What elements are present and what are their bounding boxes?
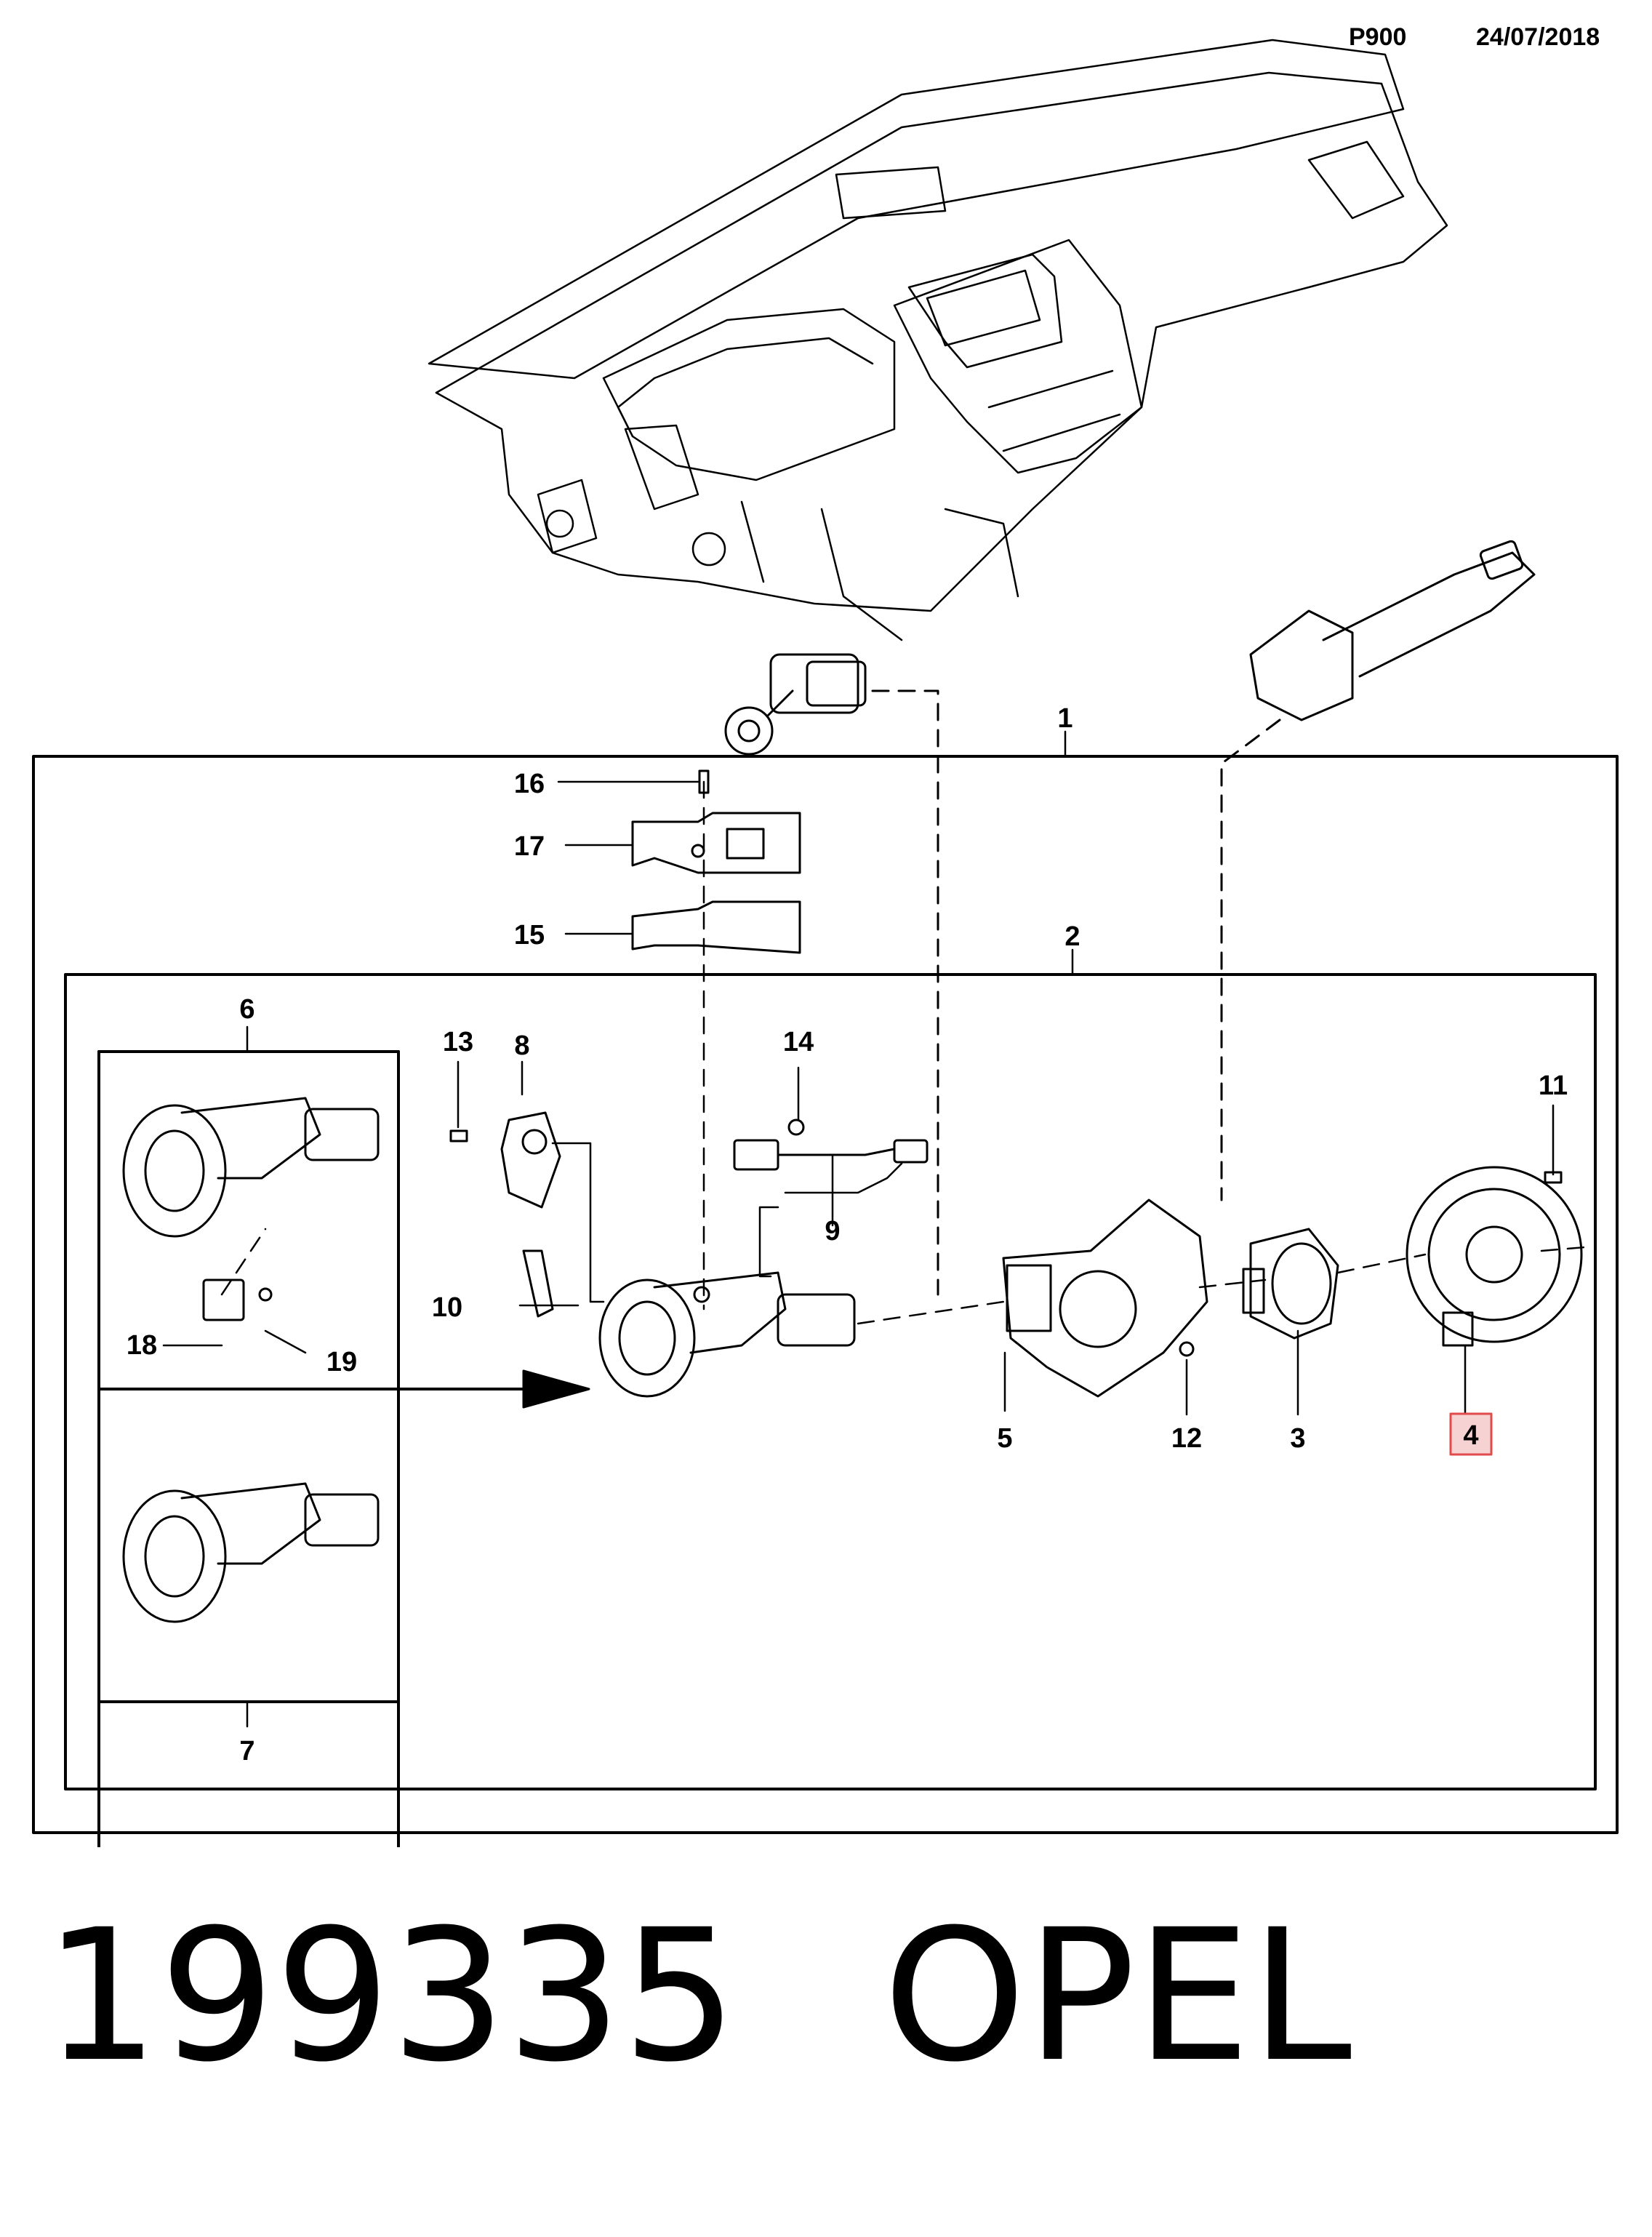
page-code: P900 [1349, 23, 1407, 51]
callout-12: 12 [1171, 1423, 1202, 1454]
callout-19: 19 [326, 1347, 357, 1377]
variant-7-housing [122, 1482, 380, 1623]
right-stalk-switch [1249, 540, 1536, 721]
part-8-actuator [500, 1111, 561, 1209]
footer-brand: OPEL [883, 1890, 1352, 2102]
callout-4-highlight [1449, 1412, 1493, 1456]
callout-1: 1 [1057, 703, 1072, 734]
leader-dashed-left-stalk [871, 689, 939, 1296]
part-main-housing [598, 1271, 856, 1398]
assembly-frame-1 [32, 755, 1619, 1834]
callout-11: 11 [1539, 1071, 1568, 1101]
part-17-bracket [631, 812, 801, 874]
callout-4: 4 [1463, 1420, 1478, 1451]
leader-dashed-right-stalk [1220, 719, 1281, 1201]
assembly-frame-2 [64, 973, 1597, 1790]
parts-diagram: 1 2 3 4 5 6 7 8 9 10 11 12 13 14 15 16 1… [32, 39, 1619, 1847]
connector-lines [551, 1142, 903, 1303]
callout-17: 17 [514, 831, 545, 862]
page-date: 24/07/2018 [1476, 23, 1600, 51]
callout-6: 6 [239, 994, 254, 1025]
footer-number: 199335 [44, 1890, 738, 2102]
callout-13: 13 [443, 1027, 473, 1057]
variant-box-6 [97, 1050, 400, 1847]
part-14-screw [787, 1118, 805, 1136]
assembly-dashed-lines [220, 780, 1587, 1325]
part-12-screw [1179, 1341, 1195, 1357]
variant-box-7 [97, 1050, 400, 1703]
part-9-harness [733, 1139, 929, 1171]
callout-9: 9 [825, 1216, 840, 1246]
part-4-clock-spring [1406, 1166, 1583, 1347]
callout-14: 14 [783, 1027, 814, 1057]
part-11-screw [1544, 1171, 1563, 1184]
part-10-sensor [522, 1249, 554, 1318]
part-15-bracket [631, 900, 801, 954]
variant-arrow-head [522, 1369, 590, 1409]
callout-5: 5 [997, 1423, 1012, 1454]
callout-2: 2 [1064, 921, 1080, 952]
callout-10: 10 [432, 1292, 462, 1323]
part-16-screw [698, 769, 710, 794]
callout-15: 15 [514, 920, 545, 951]
callout-18: 18 [127, 1330, 157, 1361]
variant-6-housing [122, 1097, 380, 1321]
callout-leaders [162, 730, 1555, 1728]
callout-3: 3 [1290, 1423, 1305, 1454]
part-13-screw [449, 1129, 468, 1142]
callout-7: 7 [239, 1736, 254, 1766]
dashboard-illustration [428, 39, 1448, 641]
callout-16: 16 [514, 769, 545, 799]
part-3-module [1242, 1228, 1339, 1340]
left-stalk-switch [724, 653, 867, 756]
callout-8: 8 [514, 1031, 529, 1061]
part-5-switch-module [1002, 1198, 1208, 1398]
